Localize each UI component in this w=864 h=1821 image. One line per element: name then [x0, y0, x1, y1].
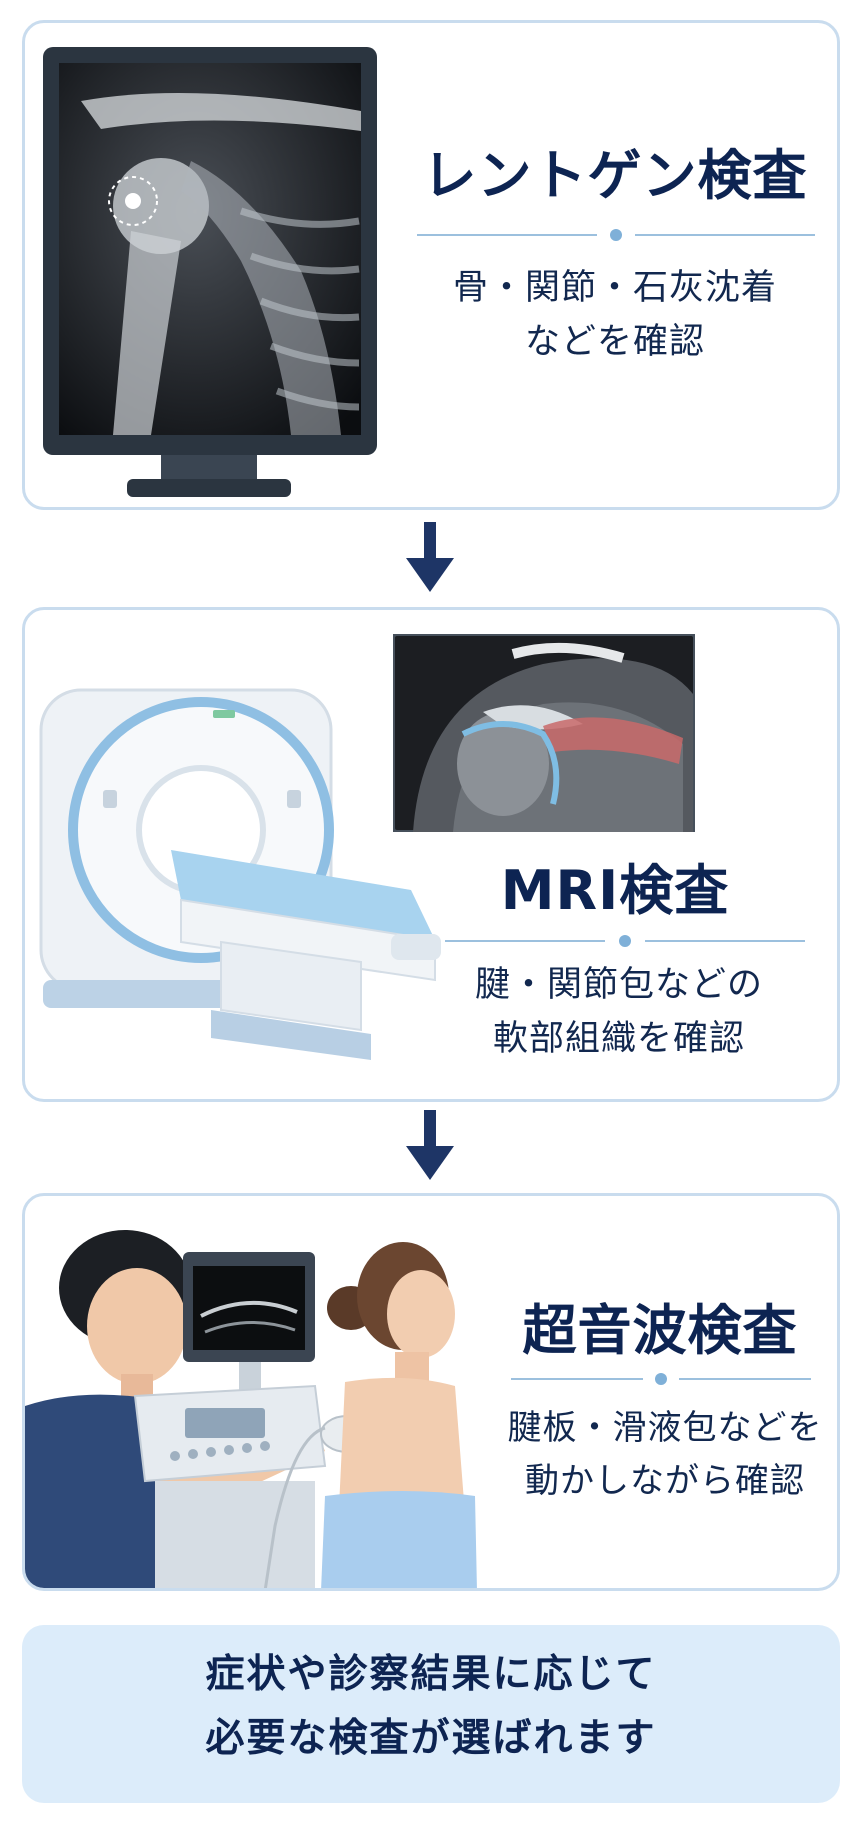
mri-scanner-illustration [39, 688, 441, 1060]
title-divider [511, 1372, 811, 1386]
down-arrow-icon [406, 522, 454, 592]
mri-shoulder-image [393, 634, 695, 832]
step-description-line: 腱・関節包などの [474, 965, 763, 1005]
step-title: レントゲン検査 [422, 144, 808, 207]
summary-line: 必要な検査が選ばれます [205, 1716, 657, 1762]
step-title: MRI検査 [500, 859, 730, 922]
xray-card: レントゲン検査 骨・関節・石灰沈着 などを確認 [22, 20, 840, 510]
summary-line: 症状や診察結果に応じて [205, 1652, 657, 1697]
ultrasound-exam-illustration [25, 1230, 477, 1588]
summary-banner: 症状や診察結果に応じて 必要な検査が選ばれます [22, 1625, 840, 1803]
ultrasound-card: 超音波検査 腱板・滑液包などを 動かしながら確認 [22, 1193, 840, 1591]
step-description-line: 動かしながら確認 [525, 1460, 805, 1501]
step-description: 腱板・滑液包などを 動かしながら確認 [495, 1402, 835, 1507]
step-description-line: などを確認 [524, 322, 705, 363]
step-description: 骨・関節・石灰沈着 などを確認 [405, 261, 825, 370]
xray-monitor-illustration [43, 47, 377, 497]
step-description-line: 軟部組織を確認 [492, 1019, 745, 1060]
mri-card: MRI検査 腱・関節包などの 軟部組織を確認 [22, 607, 840, 1102]
title-divider [417, 228, 815, 242]
step-title: 超音波検査 [522, 1299, 798, 1362]
step-description: 腱・関節包などの 軟部組織を確認 [429, 958, 809, 1067]
down-arrow-icon [406, 1110, 454, 1180]
title-divider [445, 934, 805, 948]
step-description-line: 腱板・滑液包などを [507, 1408, 823, 1448]
step-description-line: 骨・関節・石灰沈着 [452, 268, 777, 308]
